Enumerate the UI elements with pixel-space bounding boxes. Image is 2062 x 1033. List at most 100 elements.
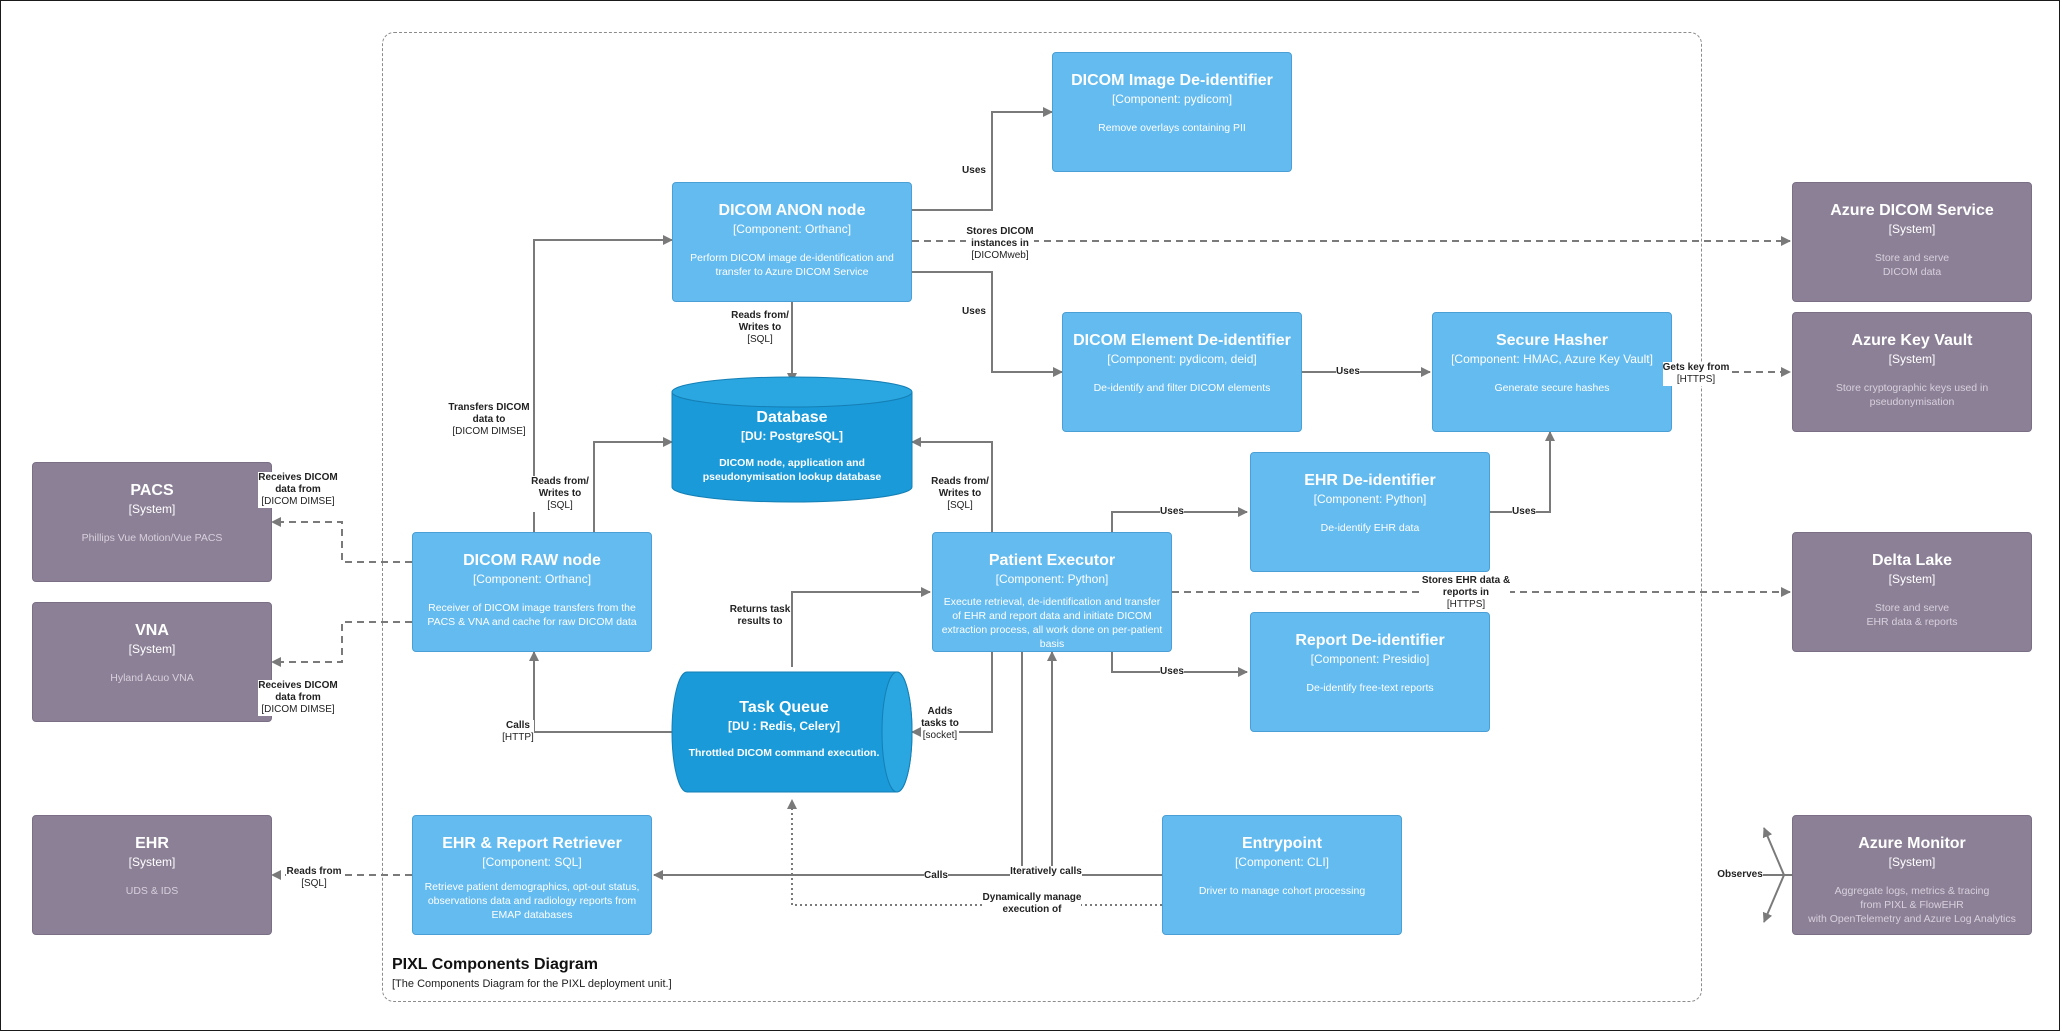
label-exec-report: Uses [1160,666,1184,678]
node-type: [Component: pydicom, deid] [1107,352,1257,366]
node-type: [Component: Orthanc] [472,572,592,586]
pixl-boundary [382,32,1702,1002]
system-vna[interactable]: VNA [System] Hyland Acuo VNA [32,602,272,722]
node-type: [Component: Python] [995,572,1109,586]
node-desc: Execute retrieval, de-identification and… [941,596,1163,650]
system-pacs[interactable]: PACS [System] Phillips Vue Motion/Vue PA… [32,462,272,582]
node-entrypoint[interactable]: Entrypoint [Component: CLI] Driver to ma… [1162,815,1402,935]
system-name: Azure Key Vault [1851,332,1973,349]
system-desc-line-3: with OpenTelemetry and Azure Log Analyti… [1808,913,2016,925]
node-database[interactable]: Database [DU: PostgreSQL] DICOM node, ap… [682,408,902,484]
label-raw-db: Reads from/Writes to[SQL] [531,476,589,512]
node-desc: Generate secure hashes [1494,382,1610,394]
node-name: DICOM RAW node [463,552,601,569]
system-type: [System] [1888,222,1936,236]
label-calls-http: Calls[HTTP] [502,720,534,744]
node-desc: De-identify and filter DICOM elements [1093,382,1271,394]
node-name: EHR & Report Retriever [442,835,622,852]
node-ehr-report-retriever[interactable]: EHR & Report Retriever [Component: SQL] … [412,815,652,935]
node-type: [Component: Presidio] [1310,652,1430,666]
system-azure-monitor[interactable]: Azure Monitor [System] Aggregate logs, m… [1792,815,2032,935]
system-name: Delta Lake [1871,552,1953,569]
edge-entry-exec [1047,651,1162,876]
edge-queue-exec [791,587,931,667]
diagram-title: PIXL Components Diagram [392,956,598,973]
system-ehr[interactable]: EHR [System] UDS & IDS [32,815,272,935]
diagram-subtitle: [The Components Diagram for the PIXL dep… [392,978,672,990]
system-key-vault[interactable]: Azure Key Vault [System] Store cryptogra… [1792,312,2032,432]
node-desc: Perform DICOM image de-identification an… [690,252,894,278]
system-desc-line-1: Store and serve [1874,602,1950,614]
system-name: Azure Monitor [1858,835,1966,852]
node-type: [Component: SQL] [482,855,582,869]
node-image-deidentifier[interactable]: DICOM Image De-identifier [Component: py… [1052,52,1292,172]
label-anon-db: Reads from/Writes to[SQL] [731,310,789,346]
node-name: DICOM ANON node [718,202,866,219]
edge-anon-element-deid [912,271,1063,377]
system-type: [System] [128,502,176,516]
edge-queue-raw [529,651,672,733]
node-dicom-raw[interactable]: DICOM RAW node [Component: Orthanc] Rece… [412,532,652,652]
label-exec-db: Reads from/Writes to[SQL] [931,476,989,512]
node-secure-hasher[interactable]: Secure Hasher [Component: HMAC, Azure Ke… [1432,312,1672,432]
node-element-deidentifier[interactable]: DICOM Element De-identifier [Component: … [1062,312,1302,432]
system-desc-line-2: EHR data & reports [1866,616,1958,628]
node-type: [DU : Redis, Celery] [727,719,841,733]
node-name: Report De-identifier [1295,632,1445,649]
label-element-hasher: Uses [1336,366,1360,378]
node-dicom-anon[interactable]: DICOM ANON node [Component: Orthanc] Per… [672,182,912,302]
edge-raw-pacs [271,517,412,563]
system-desc-line-2: DICOM data [1882,266,1942,278]
edge-monitor-observe-up [1762,827,1785,876]
edge-anon-image-deid [912,107,1053,211]
system-name: Azure DICOM Service [1830,202,1994,219]
label-iter-calls: Iteratively calls [1010,866,1082,878]
node-ehr-deidentifier[interactable]: EHR De-identifier [Component: Python] De… [1250,452,1490,572]
system-type: [System] [1888,352,1936,366]
node-type: [Component: Orthanc] [732,222,852,236]
label-ehrdeid-hasher: Uses [1512,506,1536,518]
edge-raw-vna [271,621,412,667]
edge-exec-db [911,437,993,532]
label-uses-image: Uses [962,165,986,177]
label-stores-ehr: Stores EHR data &reports in[HTTPS] [1421,575,1511,611]
label-uses-element: Uses [962,306,986,318]
node-desc: Receiver of DICOM image transfers from t… [427,602,637,628]
queue-cylinder [671,671,913,793]
node-name: DICOM Image De-identifier [1071,72,1273,89]
node-desc: Throttled DICOM command execution. [688,747,880,759]
edge-entry-queue [787,799,1162,906]
system-name: VNA [135,622,169,639]
system-desc-line-1: Store and serve [1874,252,1950,264]
system-desc: UDS & IDS [125,885,179,897]
system-type: [System] [128,642,176,656]
node-desc: De-identify EHR data [1320,522,1420,534]
node-type: [Component: Python] [1313,492,1427,506]
node-type: [Component: pydicom] [1111,92,1233,106]
node-patient-executor[interactable]: Patient Executor [Component: Python] Exe… [932,532,1172,652]
system-desc: Store cryptographic keys used in pseudon… [1835,382,1989,408]
edge-ehrdeid-hasher [1490,431,1555,513]
node-desc: Driver to manage cohort processing [1198,885,1366,897]
edge-raw-db [593,437,673,532]
node-report-deidentifier[interactable]: Report De-identifier [Component: Presidi… [1250,612,1490,732]
system-name: EHR [135,835,169,852]
node-name: Entrypoint [1242,835,1322,852]
system-desc-line-2: from PIXL & FlowEHR [1860,899,1964,911]
node-task-queue[interactable]: Task Queue [DU : Redis, Celery] Throttle… [672,698,896,760]
system-type: [System] [1888,855,1936,869]
node-name: Database [756,409,828,426]
system-azure-dicom[interactable]: Azure DICOM Service [System] Store and s… [1792,182,2032,302]
node-desc: DICOM node, application and pseudonymisa… [702,457,882,483]
system-type: [System] [1888,572,1936,586]
edge-raw-anon [533,235,673,532]
node-type: [Component: CLI] [1234,855,1330,869]
